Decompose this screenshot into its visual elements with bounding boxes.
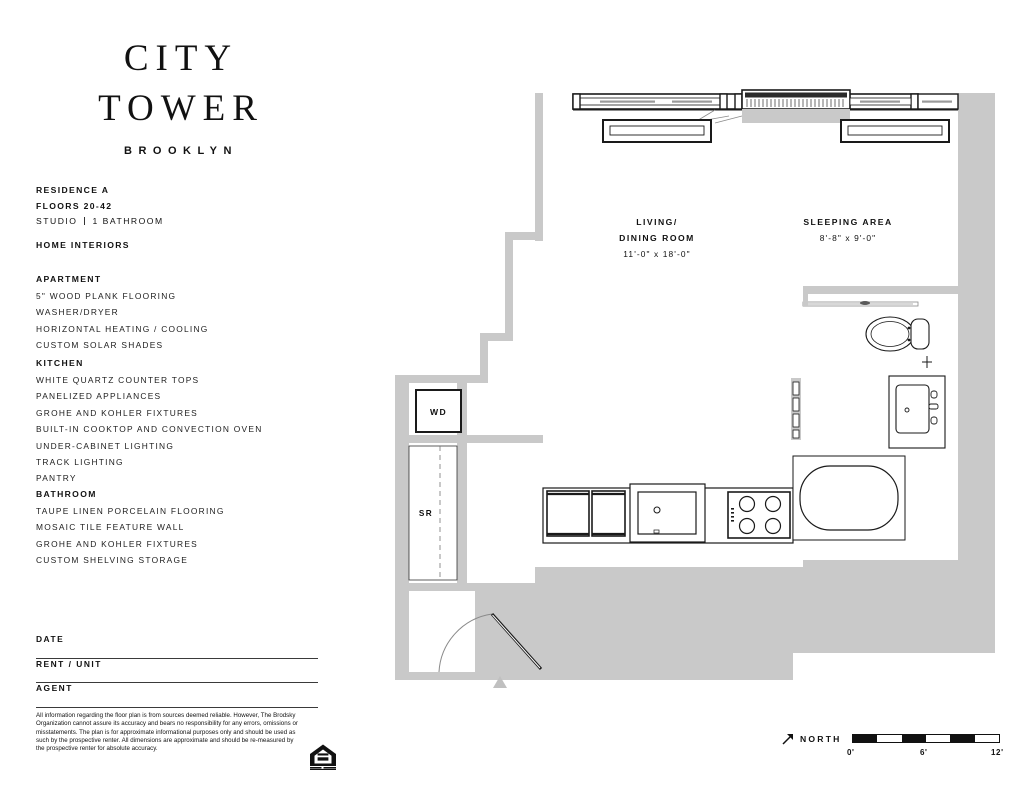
cooktop (727, 491, 791, 539)
date-label: DATE (36, 634, 65, 644)
scale-tick-0: 0' (847, 748, 855, 757)
hvac-vent-unit (741, 89, 851, 110)
spec-item: WASHER/DRYER (36, 307, 119, 318)
shelving-storage-closet: SR (408, 443, 458, 583)
spec-item: CUSTOM SOLAR SHADES (36, 340, 164, 351)
spec-item: TAUPE LINEN PORCELAIN FLOORING (36, 506, 225, 516)
date-input-rule[interactable] (36, 657, 318, 659)
residence-floors: FLOORS 20-42 (36, 200, 113, 211)
sleeping-area-label: SLEEPING AREA (803, 217, 892, 227)
brand-line-2: TOWER (98, 88, 264, 129)
spec-heading: KITCHEN (36, 358, 84, 368)
kitchen-fixtures (542, 483, 794, 544)
washer-dryer-unit: WD (415, 389, 462, 433)
scale-tick-6: 6' (920, 748, 928, 757)
residence-bath: 1 BATHROOM (92, 216, 164, 227)
brand-subtitle: BROOKLYN (124, 145, 238, 157)
spec-item: HORIZONTAL HEATING / COOLING (36, 323, 209, 334)
north-label: NORTH (800, 734, 842, 744)
brand-line-1: CITY (123, 38, 239, 79)
living-room-dimensions: 11'-0" x 18'-0" (623, 249, 690, 259)
residence-type-line: STUDIO 1 BATHROOM (36, 214, 336, 230)
legal-disclaimer: All information regarding the floor plan… (36, 712, 298, 753)
bathroom-vanity (888, 375, 946, 449)
form-row-agent[interactable]: AGENT (36, 683, 318, 708)
spec-heading: APARTMENT (36, 274, 102, 284)
living-room-label-1: LIVING/ (636, 217, 678, 227)
interior-floor-area (409, 101, 958, 583)
bathroom-fixtures (792, 294, 946, 541)
divider (84, 217, 86, 226)
orientation-and-scale: NORTH 0' 6' 12' (781, 731, 1004, 776)
spec-item: WHITE QUARTZ COUNTER TOPS (36, 375, 200, 385)
scale-tick-labels: 0' 6' 12' (833, 748, 1004, 760)
spec-item: BUILT-IN COOKTOP AND CONVECTION OVEN (36, 424, 263, 435)
spec-item: GROHE AND KOHLER FIXTURES (36, 407, 199, 418)
bathtub (792, 455, 906, 541)
wd-label: WD (430, 407, 447, 417)
scale-bar (852, 734, 1000, 743)
rent-unit-label: RENT / UNIT (36, 658, 102, 669)
info-panel: CITY TOWER BROOKLYN RESIDENCE A FLOORS 2… (0, 0, 360, 800)
spec-item: PANTRY (36, 473, 77, 484)
convector-unit-right (840, 119, 950, 143)
spec-group-kitchen: KITCHEN WHITE QUARTZ COUNTER TOPS PANELI… (36, 355, 346, 487)
spec-item: UNDER-CABINET LIGHTING (36, 440, 175, 451)
spec-item: MOSAIC TILE FEATURE WALL (36, 522, 185, 533)
spec-item: TRACK LIGHTING (36, 457, 124, 468)
bathroom-shelf (802, 294, 919, 307)
rent-unit-input-rule[interactable] (36, 682, 318, 683)
brand-logo: CITY TOWER BROOKLYN (36, 34, 326, 157)
agent-input-rule[interactable] (36, 706, 318, 708)
spec-heading: BATHROOM (36, 489, 97, 499)
spec-item: CUSTOM SHELVING STORAGE (36, 555, 189, 566)
spec-group-bathroom: BATHROOM TAUPE LINEN PORCELAIN FLOORING … (36, 486, 346, 569)
form-row-rent-unit[interactable]: RENT / UNIT (36, 658, 318, 683)
entry-door (438, 613, 543, 673)
spec-item: GROHE AND KOHLER FIXTURES (36, 538, 199, 549)
sleeping-area-dimensions: 8'-8" x 9'-0" (820, 233, 877, 243)
residence-type: STUDIO (36, 216, 78, 227)
living-room-label-2: DINING ROOM (619, 233, 695, 243)
spec-item: PANELIZED APPLIANCES (36, 391, 162, 402)
agent-form: DATE RENT / UNIT AGENT (36, 634, 318, 708)
toilet-supply-line (922, 356, 932, 368)
floor-plan-drawing: WD SR (395, 89, 995, 688)
entry-marker-icon (493, 676, 507, 688)
sr-label: SR (419, 509, 433, 518)
residence-summary: RESIDENCE A FLOORS 20-42 STUDIO 1 BATHROO… (36, 183, 336, 230)
pocket-door (791, 378, 801, 440)
scale-tick-12: 12' (991, 748, 1004, 757)
room-labels: LIVING/ DINING ROOM 11'-0" x 18'-0" SLEE… (619, 217, 892, 259)
residence-name: RESIDENCE A (36, 185, 110, 195)
north-arrow-icon (782, 734, 793, 745)
agent-label: AGENT (36, 683, 73, 693)
toilet (865, 316, 930, 352)
spec-group-apartment: APARTMENT 5" WOOD PLANK FLOORING WASHER/… (36, 271, 346, 354)
spec-item: 5" WOOD PLANK FLOORING (36, 291, 177, 301)
window-wall (572, 89, 959, 143)
floor-plan: WD SR (395, 80, 995, 705)
form-row-date[interactable]: DATE (36, 634, 318, 659)
equal-housing-opportunity-icon (310, 744, 336, 770)
kitchen-sink (629, 483, 706, 543)
convector-unit-left (602, 119, 712, 143)
home-interiors-heading: HOME INTERIORS (36, 240, 130, 250)
